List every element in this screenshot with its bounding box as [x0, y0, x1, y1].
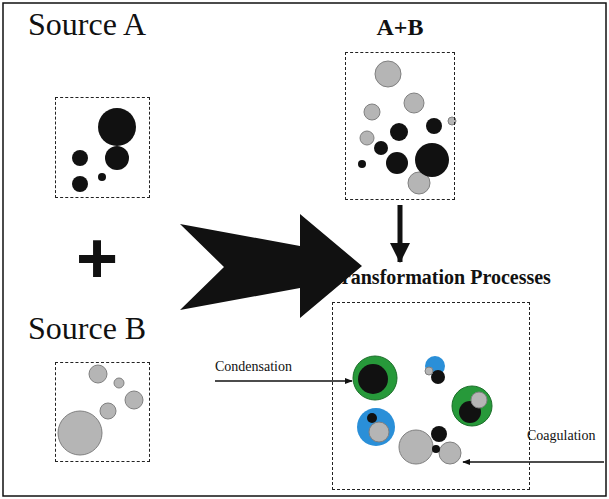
outer-frame: [3, 3, 606, 496]
coagulation-arrow: [463, 461, 604, 462]
plus-sign: +: [76, 222, 118, 294]
source-a-particles: [72, 108, 136, 192]
transformation-box: Transformation Processes: [330, 266, 553, 490]
process-label: Condensation: [215, 360, 292, 374]
mixed-particles: [358, 61, 456, 194]
node-heading: Source A: [28, 6, 146, 43]
process-label: Coagulation: [527, 429, 595, 443]
dashed-frame: [55, 97, 150, 198]
node-heading: A+B: [376, 14, 423, 42]
dashed-frame: [332, 302, 530, 490]
flow-arrow: [398, 205, 403, 262]
source-b-particles: [58, 365, 143, 455]
dashed-frame: [55, 362, 150, 462]
dashed-frame: [345, 52, 455, 200]
node-heading: Transformation Processes: [330, 266, 551, 289]
source-b-box: Source B: [28, 310, 150, 462]
mixture-box: A+B: [345, 14, 455, 200]
source-a-box: Source A: [28, 6, 150, 198]
node-heading: Source B: [28, 310, 146, 347]
transformed-particles: [353, 356, 492, 464]
